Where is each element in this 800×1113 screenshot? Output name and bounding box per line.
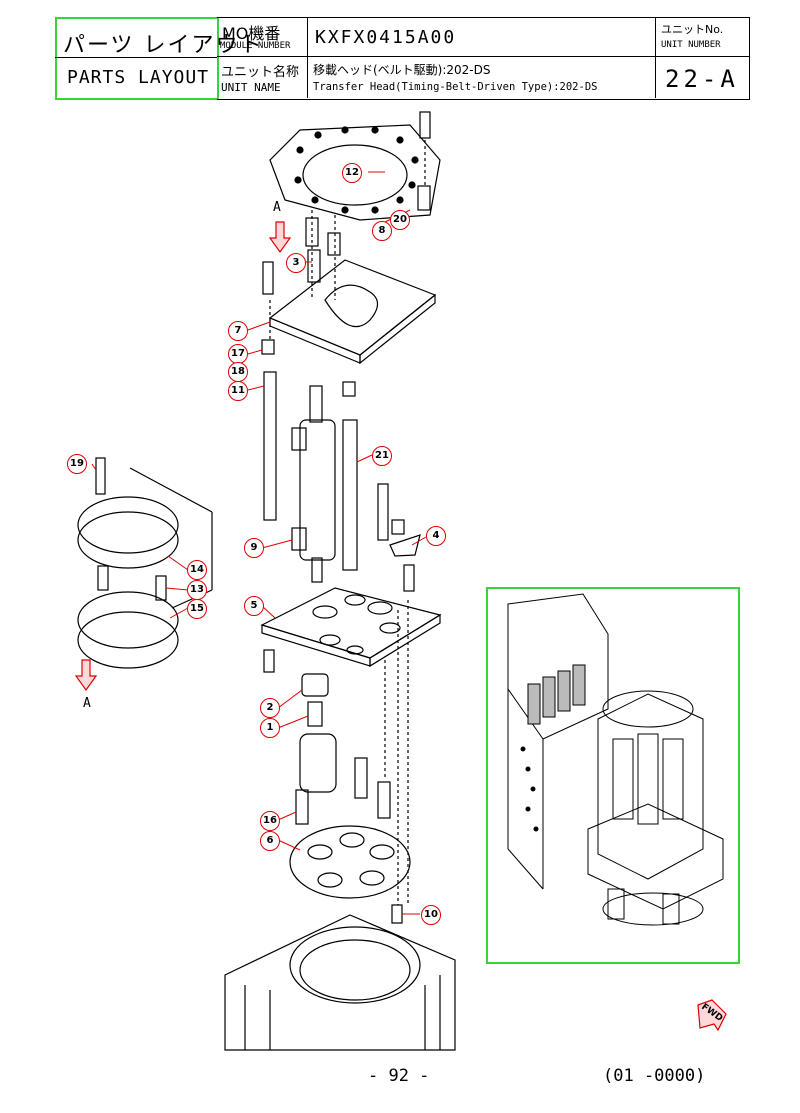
callout-19: 19 [67,454,87,474]
unit-no-label-en: UNIT NUMBER [661,40,721,50]
callout-8: 8 [372,221,392,241]
callout-1: 1 [260,718,280,738]
page-number: - 92 - [368,1066,430,1086]
module-label-en: MODULE NUMBER [220,41,291,51]
module-label-jp: MO機番 [222,24,281,43]
callout-20: 20 [390,210,410,230]
callout-15: 15 [187,599,207,619]
callout-6: 6 [260,831,280,851]
callout-14: 14 [187,560,207,580]
view-arrow-bottom [74,659,98,692]
callout-17: 17 [228,344,248,364]
callout-16: 16 [260,811,280,831]
unit-name-label-en: UNIT NAME [221,81,281,94]
assembly-inset [486,587,740,964]
lower-plate-shape [260,587,442,659]
unit-name-jp: 移載ヘッド(ベルト駆動):202-DS [313,63,491,77]
title-block: パーツ レイアウト PARTS LAYOUT MO機番 MODULE NUMBE… [55,17,751,100]
callout-9: 9 [244,538,264,558]
callout-18: 18 [228,362,248,382]
callout-13: 13 [187,580,207,600]
view-label-top: A [273,200,281,215]
parts-layout-frame [55,17,219,100]
callout-12: 12 [342,163,362,183]
callout-2: 2 [260,698,280,718]
middle-plate-shape [268,259,437,356]
unit-number: 22-A [665,65,739,93]
module-number: KXFX0415A00 [315,27,457,48]
unit-no-label-jp: ユニットNo. [661,23,724,36]
callout-4: 4 [426,526,446,546]
unit-name-en: Transfer Head(Timing-Belt-Driven Type):2… [313,81,598,93]
callout-7: 7 [228,321,248,341]
assembly-illustration [507,593,724,926]
fwd-arrow [697,999,727,1032]
callout-21: 21 [372,446,392,466]
view-arrow-top [268,221,292,254]
parts-layout-title-jp: パーツ レイアウト [63,33,264,58]
parts-layout-title-en: PARTS LAYOUT [67,67,210,88]
callout-10: 10 [421,905,441,925]
info-grid-frame [217,17,750,100]
callout-3: 3 [286,253,306,273]
callout-11: 11 [228,381,248,401]
view-label-bottom: A [83,696,91,711]
unit-name-label-jp: ユニット名称 [221,65,300,80]
document-code: (01 -0000) [603,1066,706,1086]
callout-5: 5 [244,596,264,616]
